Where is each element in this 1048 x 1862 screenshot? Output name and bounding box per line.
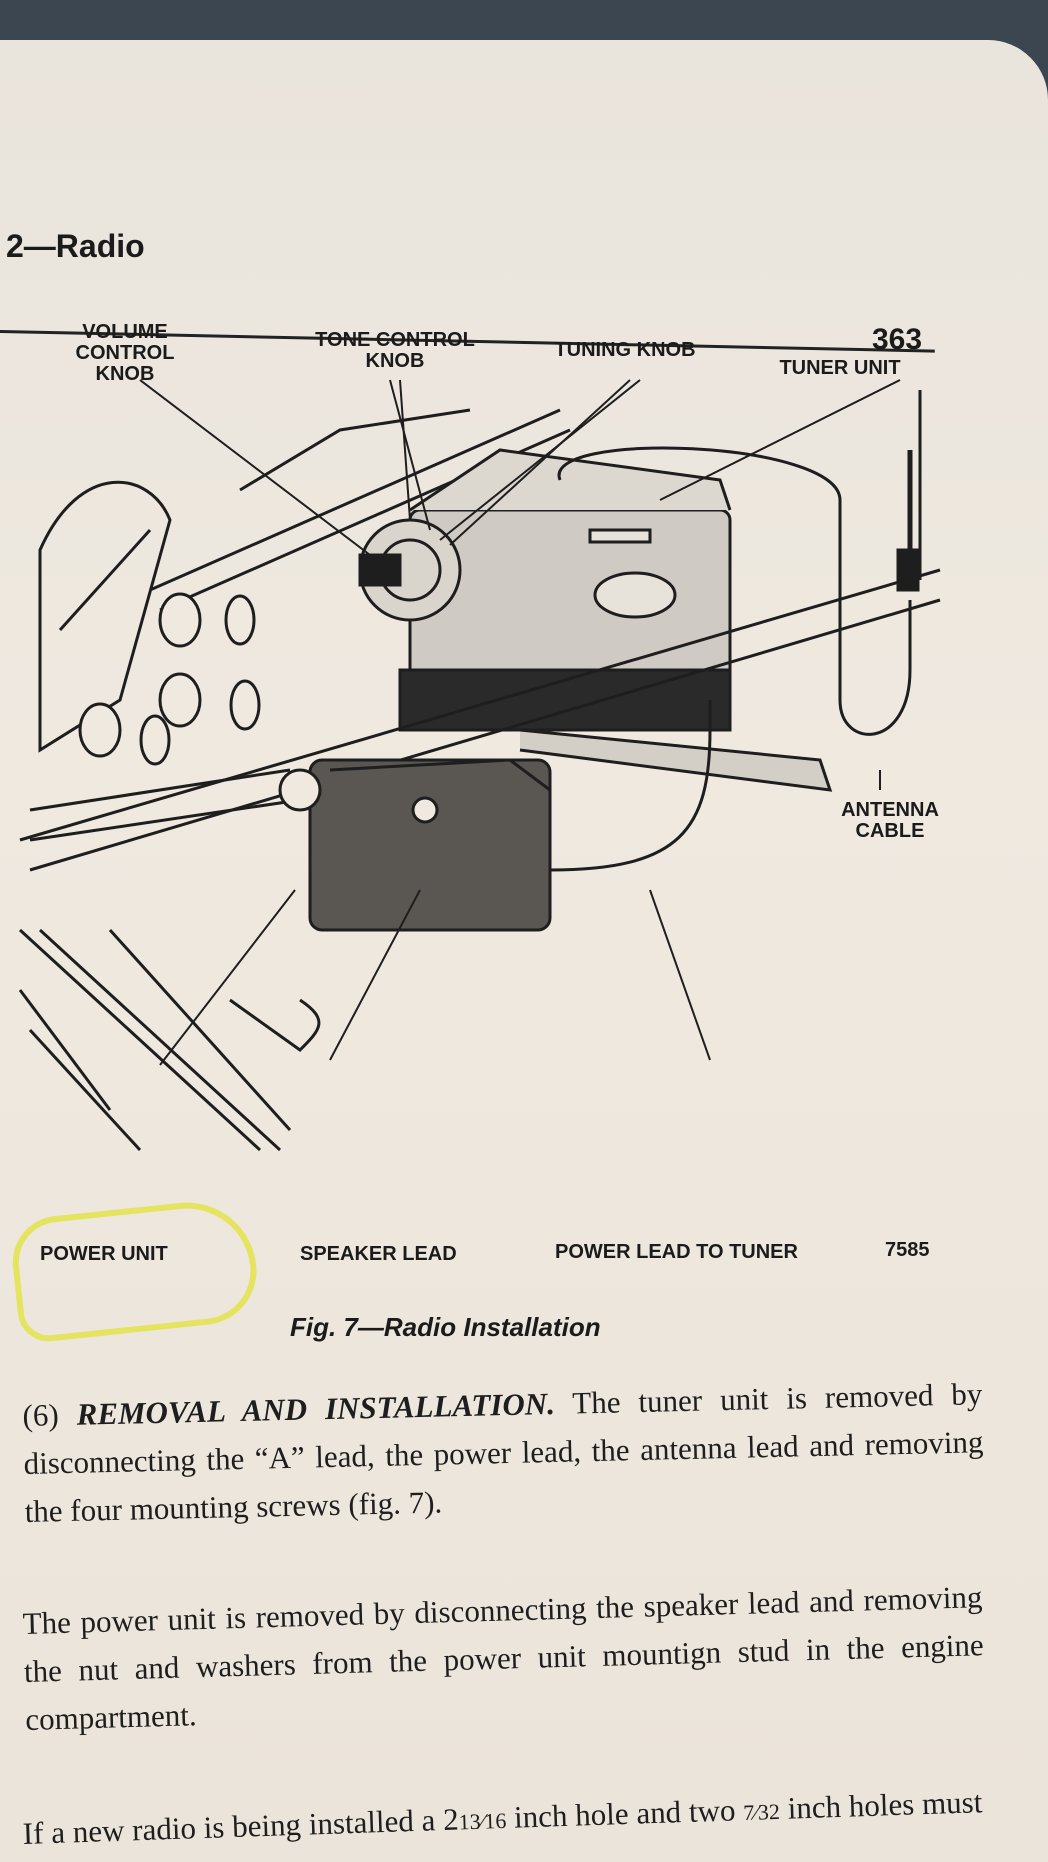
manual-page: 2—Radio 363 xyxy=(0,40,1048,1862)
section-number: (6) xyxy=(22,1397,60,1433)
label-tone-control-knob: TONE CONTROL KNOB xyxy=(315,329,475,372)
label-tuner-unit: TUNER UNIT xyxy=(779,357,901,379)
paragraph-3-mid: inch hole and two xyxy=(505,1792,744,1835)
paragraph-power-unit: The power unit is removed by disconnecti… xyxy=(22,1579,985,1737)
label-volume-control-knob: VOLUME CONTROL KNOB xyxy=(75,321,175,385)
label-antenna-cable: ANTENNA CABLE xyxy=(841,799,939,842)
section-header: 2—Radio xyxy=(6,228,145,264)
label-power-lead-to-tuner: POWER LEAD TO TUNER xyxy=(555,1241,798,1263)
figure-number: 7585 xyxy=(885,1239,930,1261)
fraction-13-16: 13⁄16 xyxy=(458,1807,507,1835)
paragraph-3-start: If a new radio is being installed a 2 xyxy=(22,1801,460,1851)
section-heading: REMOVAL AND INSTALLATION. xyxy=(76,1385,556,1432)
yellow-highlight-circle xyxy=(8,1195,262,1345)
label-power-unit: POWER UNIT xyxy=(40,1243,168,1265)
fraction-7-32: 7⁄32 xyxy=(742,1798,781,1826)
figure-caption: Fig. 7—Radio Installation xyxy=(290,1312,601,1342)
page-number: 363 xyxy=(872,323,923,356)
label-speaker-lead: SPEAKER LEAD xyxy=(300,1243,457,1265)
radio-installation-illustration xyxy=(18,379,941,1152)
paragraph-new-radio: If a new radio is being installed a 213⁄… xyxy=(22,1778,985,1862)
paragraph-removal-installation: (6) REMOVAL AND INSTALLATION. The tuner … xyxy=(22,1370,985,1536)
label-tuning-knob: TUNING KNOB xyxy=(554,339,696,361)
